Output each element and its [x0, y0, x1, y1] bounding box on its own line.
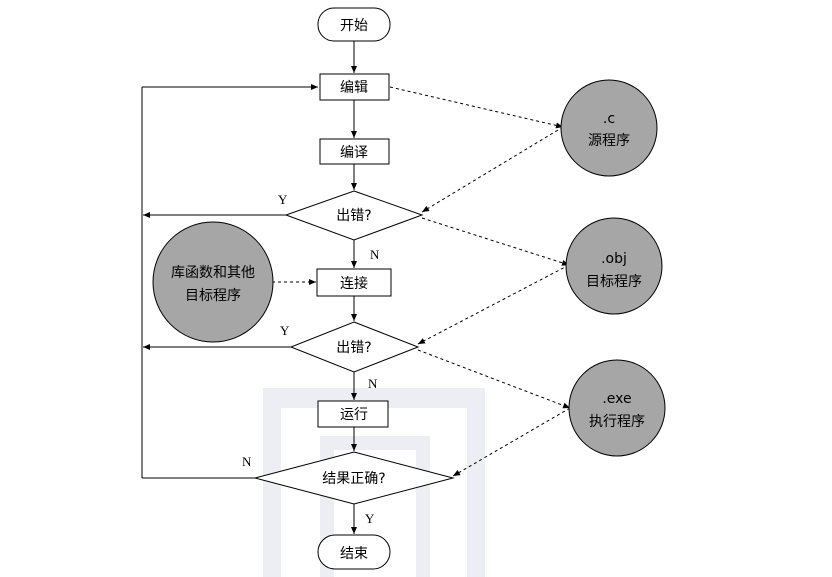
dash-edit-source: [389, 86, 564, 129]
object-ext: .obj: [601, 251, 627, 267]
exe-name: 执行程序: [589, 414, 645, 430]
start-label: 开始: [340, 18, 368, 34]
compile-label: 编译: [340, 145, 368, 161]
error1-label: 出错?: [336, 208, 371, 224]
object-file-circle: [565, 217, 663, 315]
end-terminal: [317, 534, 391, 570]
error1-no-label: N: [370, 247, 380, 262]
dash-object-error2: [417, 264, 570, 345]
dash-source-error1: [421, 126, 564, 213]
error2-decision: [289, 321, 420, 373]
edit-box: [319, 73, 390, 101]
end-label: 结束: [340, 546, 368, 562]
library-line2: 目标程序: [185, 288, 241, 304]
source-file-circle: [560, 79, 658, 177]
edit-label: 编辑: [340, 80, 368, 96]
exe-ext: .exe: [602, 391, 631, 407]
error2-yes-label: Y: [280, 323, 290, 338]
compile-box: [319, 138, 390, 165]
correct-decision: [253, 451, 455, 505]
error2-label: 出错?: [336, 340, 371, 356]
object-name: 目标程序: [586, 274, 642, 290]
run-label: 运行: [340, 407, 368, 423]
library-line1: 库函数和其他: [171, 265, 255, 281]
exe-file-circle: [568, 359, 666, 457]
link-box: [316, 268, 392, 297]
error1-yes-label: Y: [278, 192, 288, 207]
correct-no-label: N: [242, 454, 252, 469]
link-label: 连接: [340, 275, 368, 292]
source-name: 源程序: [588, 133, 630, 149]
start-terminal: [317, 7, 391, 42]
correct-yes-label: Y: [365, 511, 375, 526]
dash-exe-correct: [452, 407, 571, 477]
dash-error1-object: [421, 217, 570, 266]
error2-no-label: N: [368, 376, 378, 391]
error1-decision: [284, 190, 424, 241]
source-ext: .c: [603, 111, 615, 127]
library-circle: [152, 221, 274, 343]
correct-label: 结果正确?: [322, 471, 385, 487]
run-box: [317, 400, 389, 428]
